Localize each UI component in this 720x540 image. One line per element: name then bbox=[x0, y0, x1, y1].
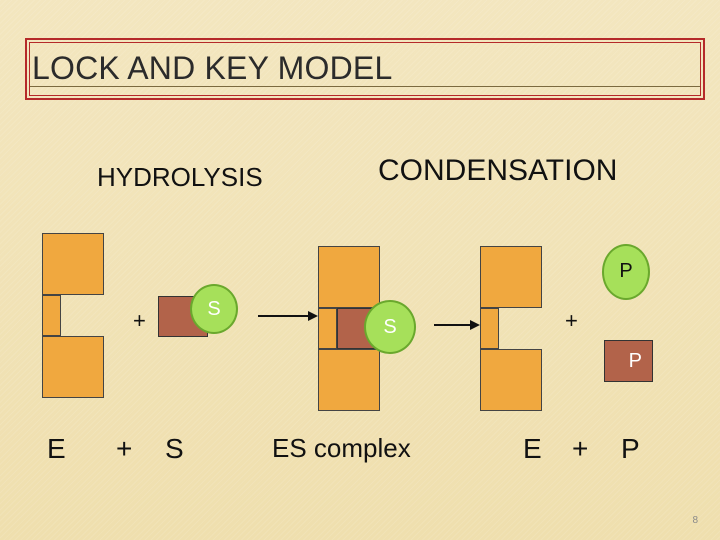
substrate-circle-1: S bbox=[190, 284, 238, 334]
label-es-complex: ES complex bbox=[272, 433, 411, 463]
enzyme-2 bbox=[480, 246, 542, 411]
slide-title: LOCK AND KEY MODEL bbox=[32, 50, 393, 86]
product-circle: P bbox=[602, 244, 650, 300]
label-product: P bbox=[621, 433, 640, 464]
plus-sign-1: + bbox=[133, 308, 146, 333]
title-underline bbox=[30, 86, 700, 87]
es-enzyme-bottom bbox=[318, 349, 380, 411]
hydrolysis-label: HYDROLYSIS bbox=[97, 162, 263, 192]
page-number: 8 bbox=[692, 515, 698, 526]
title-frame bbox=[25, 38, 705, 100]
label-substrate: S bbox=[165, 433, 184, 464]
label-enzyme: E bbox=[47, 433, 66, 464]
es-substrate-circle: S bbox=[364, 300, 416, 354]
enzyme-1-middle bbox=[42, 295, 61, 336]
enzyme-2-middle bbox=[480, 308, 499, 349]
reaction-arrow-2 bbox=[434, 320, 480, 330]
es-substrate-label: S bbox=[383, 315, 397, 338]
es-enzyme-top bbox=[318, 246, 380, 308]
enzyme-1-top bbox=[42, 233, 104, 295]
enzyme-2-bottom bbox=[480, 349, 542, 411]
product-key: P bbox=[604, 340, 653, 382]
product-circle-label: P bbox=[619, 260, 633, 282]
es-enzyme-middle bbox=[318, 308, 337, 349]
product-key-label: P bbox=[628, 349, 642, 372]
substrate-label-1: S bbox=[207, 297, 221, 320]
reaction-arrow-1 bbox=[258, 311, 318, 321]
condensation-label: CONDENSATION bbox=[378, 154, 618, 187]
title-inner-frame bbox=[29, 42, 701, 96]
label-plus-2: + bbox=[572, 433, 589, 464]
enzyme-1-bottom bbox=[42, 336, 104, 398]
plus-sign-2: + bbox=[565, 308, 578, 333]
label-plus-1: + bbox=[116, 433, 133, 464]
enzyme-1 bbox=[42, 233, 104, 398]
enzyme-2-top bbox=[480, 246, 542, 308]
label-enzyme-2: E bbox=[523, 433, 542, 464]
